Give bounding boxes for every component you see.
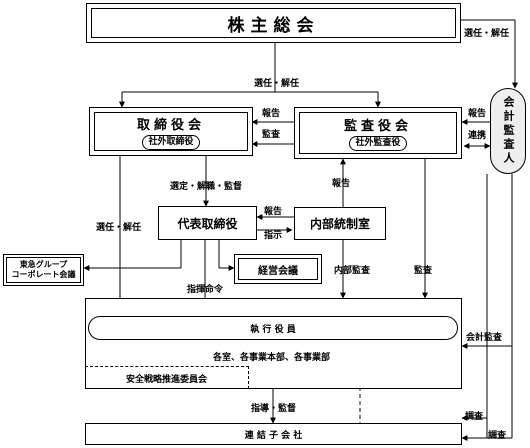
subsidiaries-node: 連 結 子 会 社	[85, 423, 462, 445]
label-guide-supervise: 指導・監督	[251, 404, 297, 414]
representative-director-node: 代表取締役	[158, 206, 257, 240]
label-report-rep: 報告	[264, 207, 283, 217]
label-investigate: 調査	[465, 412, 484, 422]
label-audit-exec: 監査	[414, 266, 433, 276]
label-appoint-dismiss-right: 選任・解任	[464, 29, 510, 39]
label-report-internal: 報告	[332, 179, 351, 189]
board-node: 取締役会 社外取締役	[89, 107, 253, 156]
representative-director-label: 代表取締役	[177, 216, 238, 231]
label-instruct: 指示	[264, 231, 283, 241]
safety-committee-label: 安全戦略推進委員会	[125, 374, 207, 385]
label-cooperation: 連携	[468, 131, 487, 141]
accounting-auditor-label: 会計監査人	[502, 96, 515, 166]
board-label: 取締役会	[136, 117, 205, 133]
departments-label: 各室、各事業本部、各事業部	[213, 353, 331, 363]
executive-officers-label: 執 行 役 員	[250, 324, 296, 335]
label-select-dismiss-supervise: 選定・解職・監督	[170, 182, 243, 192]
label-appoint-dismiss-top: 選任・解任	[254, 79, 300, 89]
label-report-board: 報告	[262, 109, 281, 119]
shareholders-node: 株主総会	[86, 3, 461, 43]
outside-auditors-label: 社外監査役	[349, 136, 407, 151]
label-audit-board: 監査	[262, 130, 281, 140]
label-report-auditor: 報告	[468, 109, 487, 119]
tokyu-group-label: 東急グループ コーポレート会議	[11, 260, 76, 279]
accounting-auditor-node: 会計監査人	[490, 88, 526, 174]
outside-directors-label: 社外取締役	[142, 134, 200, 150]
label-accounting-audit: 会計監査	[466, 333, 503, 343]
internal-control-label: 内部統制室	[309, 217, 370, 231]
label-appoint-dismiss-left: 選任・解任	[96, 223, 142, 233]
shareholders-label: 株主総会	[227, 15, 320, 36]
subsidiaries-label: 連 結 子 会 社	[244, 430, 303, 441]
management-meeting-label: 経営会議	[258, 265, 298, 277]
safety-committee-node: 安全戦略推進委員会	[85, 366, 249, 389]
auditors-label: 監査役会	[343, 119, 412, 134]
label-audit-sub: 調査	[488, 431, 507, 441]
label-direct-order: 指揮命令	[187, 285, 224, 295]
label-internal-audit: 内部監査	[334, 266, 371, 276]
auditors-node: 監査役会 社外監査役	[294, 107, 462, 159]
execution-block	[85, 298, 462, 389]
management-meeting-node: 経営会議	[234, 254, 322, 284]
tokyu-group-node: 東急グループ コーポレート会議	[3, 254, 84, 286]
executive-officers-node: 執 行 役 員	[88, 316, 458, 340]
internal-control-node: 内部統制室	[294, 207, 386, 240]
